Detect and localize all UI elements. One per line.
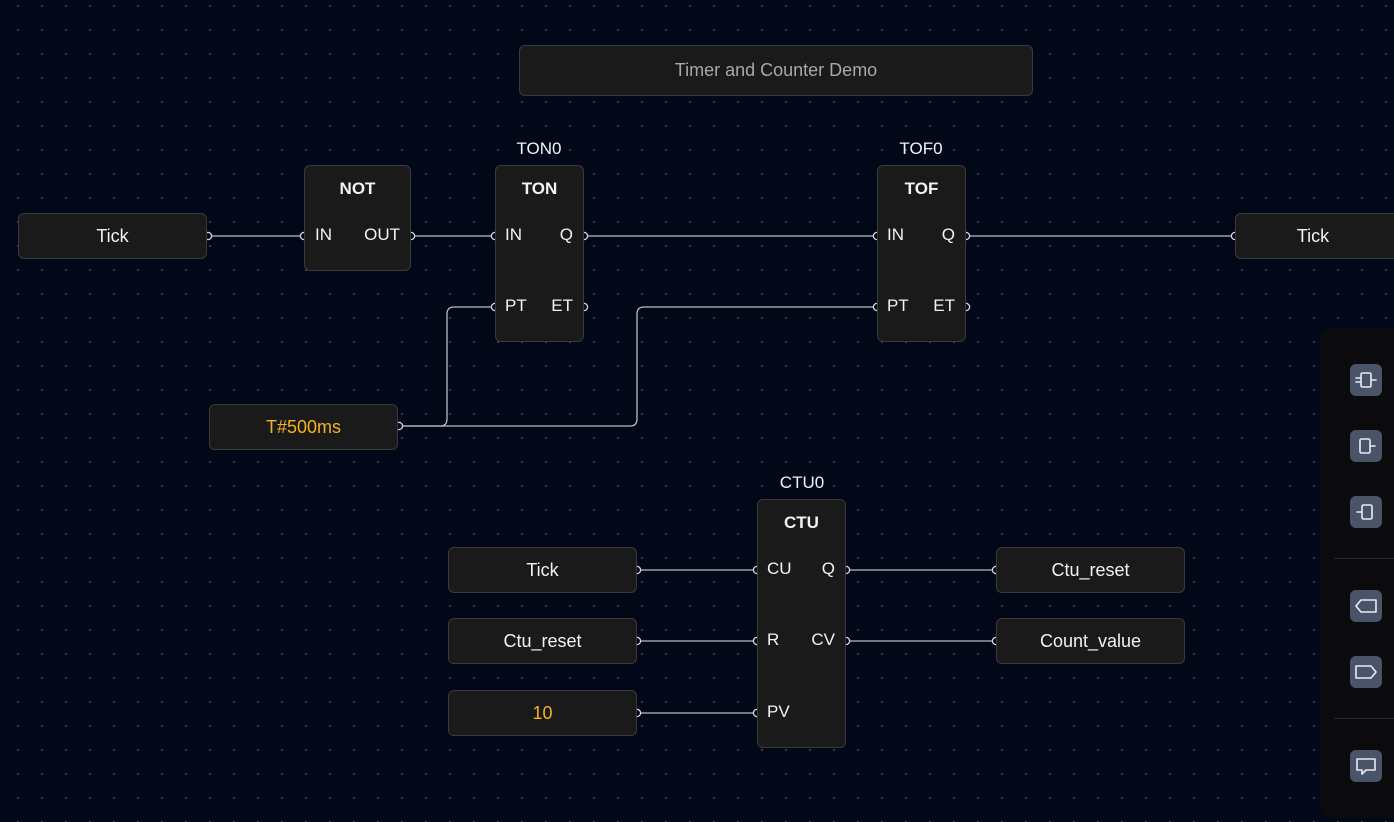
block-type: NOT	[339, 179, 376, 198]
ctu-r-input-variable[interactable]: Ctu_reset	[448, 618, 637, 664]
port-cu: CU	[767, 559, 792, 578]
not-block[interactable]: NOT IN OUT	[304, 165, 411, 271]
variable-label: Tick	[526, 559, 559, 580]
comment-icon	[1356, 758, 1376, 775]
toolbar-divider	[1334, 718, 1394, 719]
ctu-instance-name: CTU0	[779, 473, 825, 492]
port-in: IN	[887, 225, 904, 244]
ctu-q-output-variable[interactable]: Ctu_reset	[996, 547, 1185, 593]
ctu-cv-output-variable[interactable]: Count_value	[996, 618, 1185, 664]
port-et: ET	[551, 296, 573, 315]
pt-constant[interactable]: T#500ms	[209, 404, 398, 450]
port-out: OUT	[364, 225, 400, 244]
tof-instance-name: TOF0	[899, 139, 943, 158]
tick-input-variable[interactable]: Tick	[18, 213, 207, 259]
port-in: IN	[505, 225, 522, 244]
port-et: ET	[933, 296, 955, 315]
comment-tool-button[interactable]	[1350, 750, 1382, 782]
ctu-cu-input-variable[interactable]: Tick	[448, 547, 637, 593]
function-block-tool-button[interactable]	[1350, 364, 1382, 396]
ton-instance-name: TON0	[516, 139, 562, 158]
ton-block[interactable]: TON IN Q PT ET	[495, 165, 584, 342]
toolbar-divider	[1334, 558, 1394, 559]
ctu-block[interactable]: CTU CU Q R CV PV	[757, 499, 846, 748]
variable-label: Ctu_reset	[1051, 559, 1130, 580]
port-q: Q	[821, 559, 835, 578]
tool-palette	[1320, 328, 1394, 818]
block-type: TON	[521, 179, 558, 198]
port-pt: PT	[505, 296, 527, 315]
input-variable-tool-button[interactable]	[1350, 590, 1382, 622]
tof-block[interactable]: TOF IN Q PT ET	[877, 165, 966, 342]
port-pt: PT	[887, 296, 909, 315]
port-pv: PV	[767, 702, 790, 721]
output-variable-icon	[1355, 665, 1377, 679]
constant-label: T#500ms	[265, 416, 342, 437]
port-cv: CV	[811, 630, 835, 649]
variable-label: Count_value	[1039, 630, 1142, 651]
block-type: TOF	[904, 179, 939, 198]
wire-pt-to-ton-pt	[399, 306, 495, 427]
function-block-icon	[1355, 372, 1377, 388]
variable-label: Tick	[1296, 225, 1330, 246]
constant-label: 10	[532, 702, 553, 723]
comment-text: Timer and Counter Demo	[674, 60, 878, 80]
tick-output-variable[interactable]: Tick	[1235, 213, 1394, 259]
port-in: IN	[315, 225, 332, 244]
wire-pt-to-tof-pt	[399, 306, 877, 427]
port-q: Q	[941, 225, 955, 244]
input-block-tool-button[interactable]	[1350, 496, 1382, 528]
output-block-tool-button[interactable]	[1350, 430, 1382, 462]
input-variable-icon	[1355, 599, 1377, 613]
variable-label: Ctu_reset	[503, 630, 582, 651]
variable-label: Tick	[96, 225, 129, 246]
output-variable-tool-button[interactable]	[1350, 656, 1382, 688]
ctu-pv-constant[interactable]: 10	[448, 690, 637, 736]
port-r: R	[767, 630, 780, 649]
block-type: CTU	[784, 513, 819, 532]
port-q: Q	[559, 225, 573, 244]
comment-box[interactable]: Timer and Counter Demo	[519, 45, 1033, 96]
output-block-icon	[1359, 438, 1376, 454]
input-block-icon	[1356, 504, 1373, 520]
